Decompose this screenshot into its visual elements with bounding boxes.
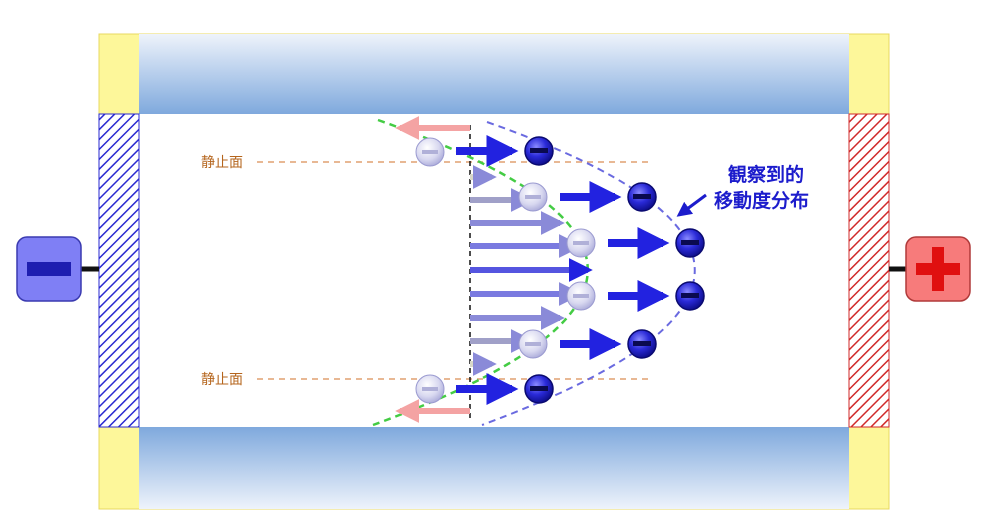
observed-label-line2: 移動度分布 bbox=[714, 189, 809, 212]
minus-icon bbox=[27, 262, 71, 276]
minus-icon bbox=[681, 240, 699, 245]
particle-pale bbox=[415, 137, 445, 167]
observed-label-line1: 観察到的 bbox=[728, 163, 804, 186]
particle-pale bbox=[518, 329, 548, 359]
observed-mobility-curve bbox=[481, 121, 696, 426]
top-glass bbox=[139, 34, 849, 114]
minus-icon bbox=[633, 341, 651, 346]
negative-electrode-plate bbox=[98, 113, 140, 428]
particle-pale bbox=[566, 281, 596, 311]
particle-pale bbox=[415, 374, 445, 404]
bottom-glass bbox=[139, 427, 849, 509]
stationary-plane-label-top: 静止面 bbox=[201, 155, 243, 171]
particle-negative bbox=[524, 136, 554, 166]
particle-negative bbox=[524, 374, 554, 404]
particle-negative bbox=[627, 329, 657, 359]
plus-icon bbox=[916, 247, 960, 291]
pointer-arrow-icon bbox=[676, 193, 707, 217]
positive-electrode-plate bbox=[848, 113, 890, 428]
minus-icon bbox=[530, 148, 548, 153]
positive-terminal bbox=[905, 236, 971, 302]
particle-pale bbox=[566, 228, 596, 258]
minus-icon bbox=[530, 386, 548, 391]
particle-negative bbox=[675, 281, 705, 311]
minus-icon bbox=[633, 194, 651, 199]
particle-negative bbox=[627, 182, 657, 212]
minus-icon bbox=[681, 293, 699, 298]
negative-terminal bbox=[16, 236, 82, 302]
particle-pale bbox=[518, 182, 548, 212]
stationary-plane-label-bottom: 静止面 bbox=[201, 372, 243, 388]
particle-negative bbox=[675, 228, 705, 258]
